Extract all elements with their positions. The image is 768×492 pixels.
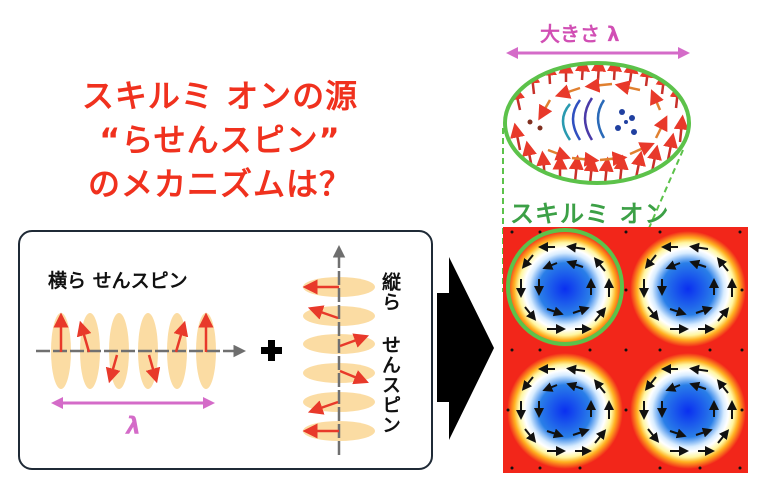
wavelength-label: λ <box>126 412 142 440</box>
right-arrow-icon <box>437 257 494 440</box>
vertical-spiral-label: 縦ら せんスピン <box>379 272 401 435</box>
title-line-1: スキルミ オンの源 <box>81 77 359 115</box>
background-spin-dots <box>506 230 744 470</box>
size-label: 大きさ λ <box>540 22 620 46</box>
skyrmion-zoom-outline <box>503 61 691 185</box>
skyrmion-zoom-view <box>505 63 689 183</box>
plus-icon <box>261 340 282 361</box>
title-line-2: “らせんスピン” <box>99 121 341 159</box>
horizontal-spiral-label: 横ら せんスピン <box>48 270 188 292</box>
title-line-3: のメカニズムは？ <box>87 165 352 203</box>
skyrmion-label: スキルミ オン <box>510 200 670 228</box>
skyrmion-arrows <box>516 242 737 456</box>
skyrmion-highlight-circle <box>506 228 624 346</box>
